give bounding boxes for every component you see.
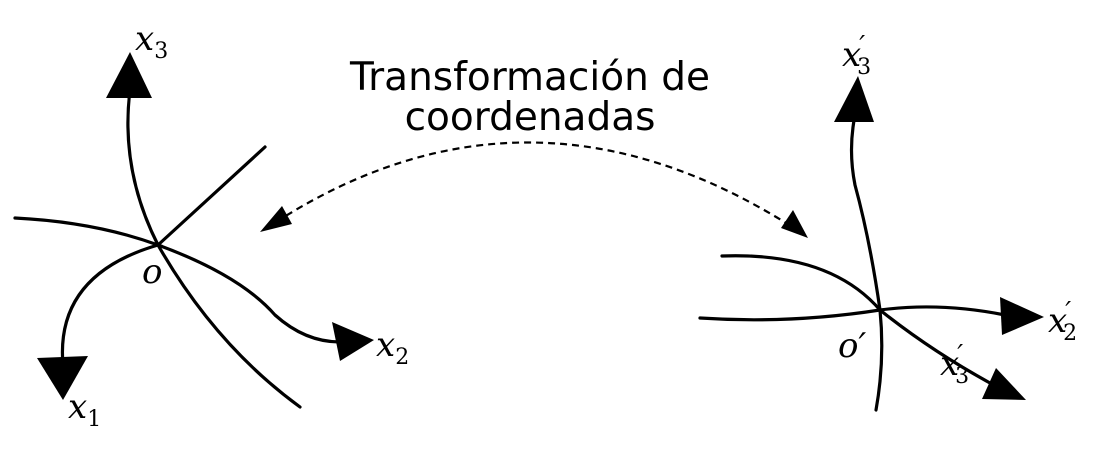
right-origin-label: o′ [838,326,866,366]
transformation-double-arrow [275,141,795,229]
transformation-arrowhead-left [260,206,292,232]
right-axis2-label: x′2 [1048,297,1077,346]
left-curve-x3 [126,88,160,247]
transformation-arrowhead-right [781,210,808,238]
right-arrowhead-x3-upper [834,76,874,122]
title-line-2: coordenadas [405,95,656,140]
right-axis3-upper-label: x′3 [842,31,871,80]
left-line-lower-right [156,243,302,409]
right-curve-x2 [698,305,1007,322]
left-arrowhead-x1 [37,356,88,400]
right-arrowhead-x2 [1000,297,1044,335]
right-curve-x3-upper [849,113,882,312]
left-axis1-label: x1 [68,387,101,432]
left-arrowhead-x3 [106,52,152,98]
right-coordinate-system: o′ x′3 x′2 x′3 [698,31,1077,412]
left-curve-x1 [13,216,164,367]
right-arrowhead-x3-lower [982,368,1026,400]
right-curve-x3-lower [720,254,992,385]
left-origin-label: o [142,252,162,292]
right-curve-vertical-lower [874,308,884,412]
right-axis3-lower-label: x′3 [940,340,969,389]
left-axis2-label: x2 [376,325,409,370]
left-axis3-label: x3 [135,19,168,64]
title-line-1: Transformación de [349,55,710,100]
left-curve-x2 [156,243,342,344]
left-coordinate-system: o x1 x2 x3 [13,19,409,432]
left-arrowhead-x2 [332,322,374,361]
left-line-upper-right [156,145,267,247]
